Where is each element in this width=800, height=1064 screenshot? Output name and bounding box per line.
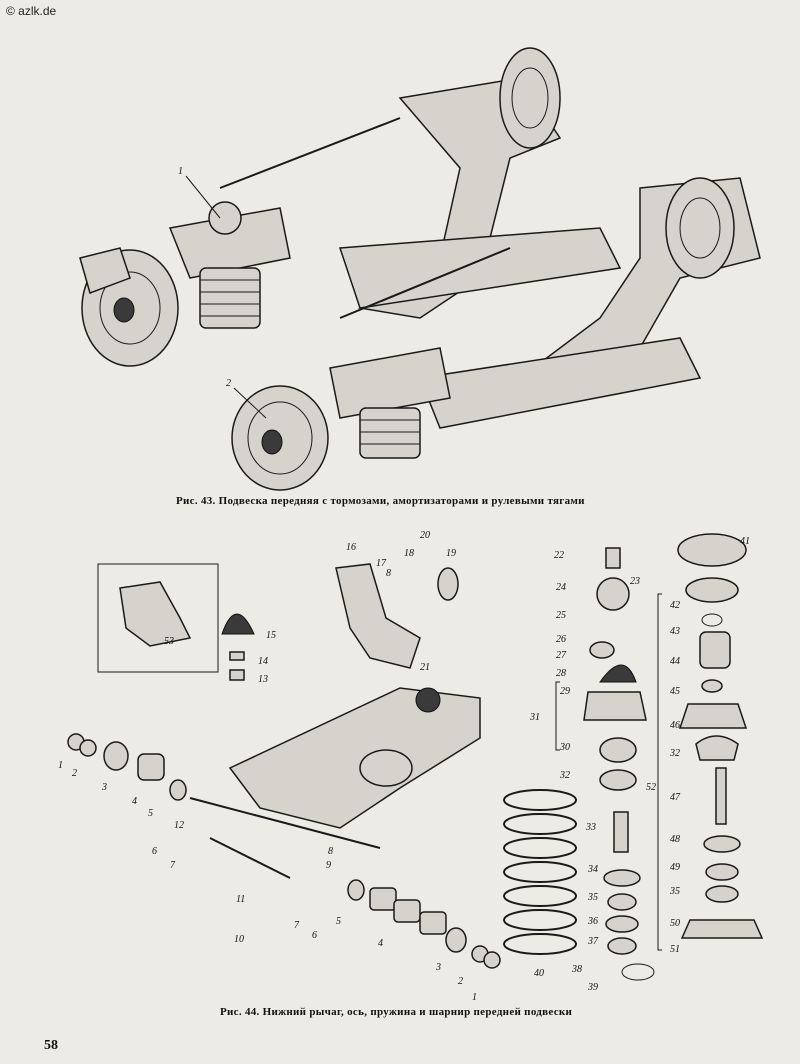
- callout-35-right: 35: [669, 886, 680, 897]
- callout-53: 53: [164, 636, 174, 647]
- callout-33: 33: [585, 822, 596, 833]
- callout-1-left: 1: [58, 760, 63, 771]
- callout-16: 16: [346, 542, 356, 553]
- callout-28: 28: [556, 668, 566, 679]
- callout-18: 18: [404, 548, 414, 559]
- callout-10: 10: [234, 934, 244, 945]
- ball-joint-22: [596, 577, 630, 611]
- callout-1-right: 1: [472, 992, 477, 1003]
- callout-6-right: 6: [312, 930, 317, 941]
- callout-22: 22: [554, 550, 564, 561]
- callout-36: 36: [587, 916, 598, 927]
- inset-box: [97, 563, 219, 673]
- callout-11: 11: [236, 894, 245, 905]
- callout-9: 9: [326, 860, 331, 871]
- near-crossmember: [418, 337, 702, 429]
- callout-39: 39: [587, 982, 598, 993]
- left-spring-assembly: [168, 201, 291, 329]
- tie-rod-upper: [219, 117, 401, 189]
- callout-47: 47: [670, 792, 681, 803]
- callout-43: 43: [670, 626, 680, 637]
- callout-20: 20: [420, 530, 430, 541]
- callout-5-left: 5: [148, 808, 153, 819]
- callout-35-left: 35: [587, 892, 598, 903]
- tie-rod-lower: [339, 247, 511, 319]
- inset-knuckle: [119, 581, 192, 647]
- callout-31: 31: [529, 712, 540, 723]
- right-spring-assembly: [329, 347, 451, 459]
- figure-44-exploded-view: 53 15 14 13 16 17 18 20 19 8 21 1 2 3 4 …: [58, 530, 764, 1003]
- callout-21: 21: [420, 662, 430, 673]
- figure-44-caption: Рис. 44. Нижний рычаг, ось, пружина и ша…: [220, 1006, 573, 1018]
- callout-7-left: 7: [170, 860, 176, 871]
- callout-46: 46: [670, 720, 680, 731]
- callout-25: 25: [556, 610, 566, 621]
- callout-37: 37: [587, 936, 599, 947]
- callout-2: 2: [226, 378, 231, 389]
- callout-26: 26: [556, 634, 566, 645]
- callout-51: 51: [670, 944, 680, 955]
- callout-34: 34: [587, 864, 598, 875]
- callout-29: 29: [560, 686, 570, 697]
- callout-3-left: 3: [101, 782, 107, 793]
- callout-3-right: 3: [435, 962, 441, 973]
- callout-15: 15: [266, 630, 276, 641]
- callout-8-top: 8: [386, 568, 391, 579]
- arm-axle: [189, 797, 381, 849]
- callout-2-left: 2: [72, 768, 77, 779]
- figure-43-suspension-illustration: 1 2: [79, 47, 761, 491]
- callout-13: 13: [258, 674, 268, 685]
- callout-40: 40: [534, 968, 544, 979]
- callout-4-left: 4: [132, 796, 137, 807]
- callout-49: 49: [670, 862, 680, 873]
- callout-38: 38: [571, 964, 582, 975]
- seal-19: [437, 567, 459, 601]
- axle-rod-11: [209, 837, 291, 879]
- callout-1: 1: [178, 166, 183, 177]
- figure-43-caption: Рис. 43. Подвеска передняя с тормозами, …: [176, 495, 585, 507]
- callout-44: 44: [670, 656, 680, 667]
- boot-41: [677, 533, 747, 567]
- callout-12: 12: [174, 820, 184, 831]
- callout-7-right: 7: [294, 920, 300, 931]
- callout-2-right: 2: [458, 976, 463, 987]
- callout-19: 19: [446, 548, 456, 559]
- callout-17: 17: [376, 558, 387, 569]
- page-number: 58: [44, 1038, 58, 1053]
- callout-4-right: 4: [378, 938, 383, 949]
- callout-27: 27: [556, 650, 567, 661]
- callout-41: 41: [740, 536, 750, 547]
- callout-45: 45: [670, 686, 680, 697]
- callout-32-right: 32: [669, 748, 680, 759]
- callout-8: 8: [328, 846, 333, 857]
- callout-14: 14: [258, 656, 268, 667]
- callout-50: 50: [670, 918, 680, 929]
- disc-brake-near-right: [665, 177, 735, 279]
- callout-6-left: 6: [152, 846, 157, 857]
- disc-brake-left: [79, 247, 179, 367]
- watermark: © azlk.de: [6, 4, 57, 18]
- steering-knuckle: [335, 563, 421, 669]
- drum-brake-lower: [231, 385, 329, 491]
- callout-48: 48: [670, 834, 680, 845]
- callout-52: 52: [646, 782, 656, 793]
- callout-24: 24: [556, 582, 566, 593]
- callout-42: 42: [670, 600, 680, 611]
- callout-5-right: 5: [336, 916, 341, 927]
- lower-control-arm: [228, 687, 481, 829]
- far-crossmember: [338, 227, 622, 309]
- callout-23: 23: [630, 576, 640, 587]
- disc-brake-far-right: [499, 47, 561, 149]
- bump-stop: [221, 613, 255, 635]
- callout-32-left: 32: [559, 770, 570, 781]
- callout-30: 30: [559, 742, 570, 753]
- coil-spring: [503, 789, 577, 955]
